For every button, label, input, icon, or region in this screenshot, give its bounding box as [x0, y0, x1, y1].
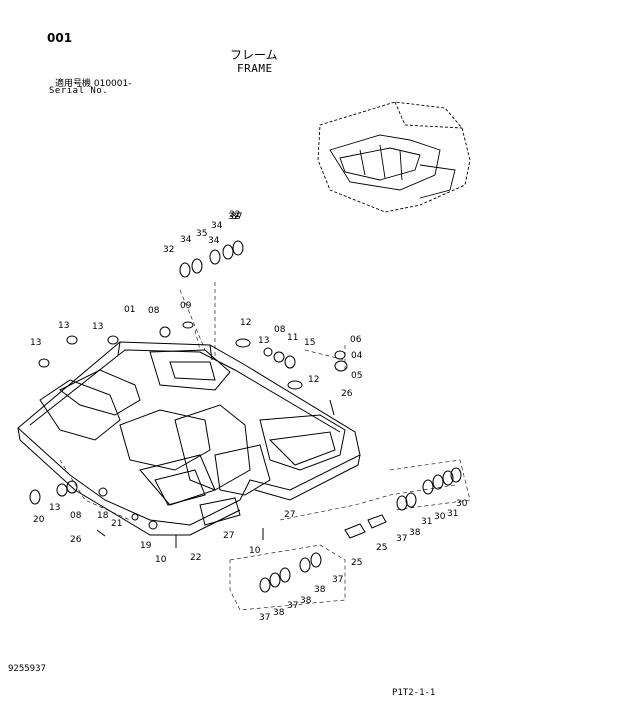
serial-label-japanese: 適用号機 010001-: [55, 79, 132, 89]
callout-10: 10: [155, 555, 167, 565]
callout-38: 38: [314, 585, 326, 595]
callout-08: 08: [274, 325, 286, 335]
callout-31: 31: [421, 517, 432, 527]
callout-08: 08: [70, 511, 82, 521]
callout-34: 34: [211, 221, 223, 231]
callout-31: 31: [447, 509, 458, 519]
callout-13: 13: [258, 336, 269, 346]
callout-15: 15: [304, 338, 315, 348]
callout-13: 13: [30, 338, 41, 348]
callout-32: 32: [228, 212, 239, 222]
callout-37: 37: [231, 212, 242, 222]
callout-06: 06: [350, 335, 362, 345]
callout-26: 26: [341, 389, 353, 399]
callout-27: 27: [223, 531, 234, 541]
page-code: P1T2-1-1: [392, 688, 436, 698]
leader-lines: [59, 282, 471, 611]
callout-01: 01: [124, 305, 135, 315]
callout-12: 12: [240, 318, 251, 328]
callout-34: 34: [180, 235, 192, 245]
callout-32: 32: [163, 245, 174, 255]
callout-38: 38: [300, 596, 312, 606]
callout-37: 37: [332, 575, 343, 585]
excavator-overview-sketch: [317, 101, 471, 213]
title-english: FRAME: [237, 62, 273, 75]
serial-label-english: Serial No.: [49, 86, 109, 96]
callout-38: 38: [273, 608, 285, 618]
callout-22: 22: [190, 553, 201, 563]
callout-05: 05: [351, 371, 362, 381]
callout-20: 20: [33, 515, 45, 525]
callout-38: 38: [409, 528, 421, 538]
callout-11: 11: [287, 333, 298, 343]
callout-13: 13: [58, 321, 69, 331]
callout-10: 10: [249, 546, 261, 556]
callout-13: 13: [49, 503, 60, 513]
callout-37: 37: [287, 601, 298, 611]
document-number: 9255937: [8, 664, 46, 674]
callout-19: 19: [140, 541, 152, 551]
callout-13: 13: [92, 322, 103, 332]
callout-12: 12: [308, 375, 319, 385]
main-frame: [17, 341, 361, 536]
callout-32: 32: [229, 210, 240, 220]
callout-09: 09: [180, 301, 192, 311]
callout-25: 25: [351, 558, 362, 568]
callout-25: 25: [376, 543, 387, 553]
callout-04: 04: [351, 351, 363, 361]
page-number: 001: [47, 31, 73, 45]
callout-18: 18: [97, 511, 109, 521]
callout-30: 30: [434, 512, 446, 522]
callout-30: 30: [456, 499, 468, 509]
small-parts: [29, 240, 462, 593]
title-japanese: フレーム: [230, 48, 278, 62]
callout-34: 34: [208, 236, 220, 246]
callout-26: 26: [70, 535, 82, 545]
callout-37: 37: [259, 613, 270, 623]
callout-37: 37: [396, 534, 407, 544]
callout-21: 21: [111, 519, 122, 529]
callout-08: 08: [148, 306, 160, 316]
callout-27: 27: [284, 510, 295, 520]
callout-35: 35: [196, 229, 207, 239]
